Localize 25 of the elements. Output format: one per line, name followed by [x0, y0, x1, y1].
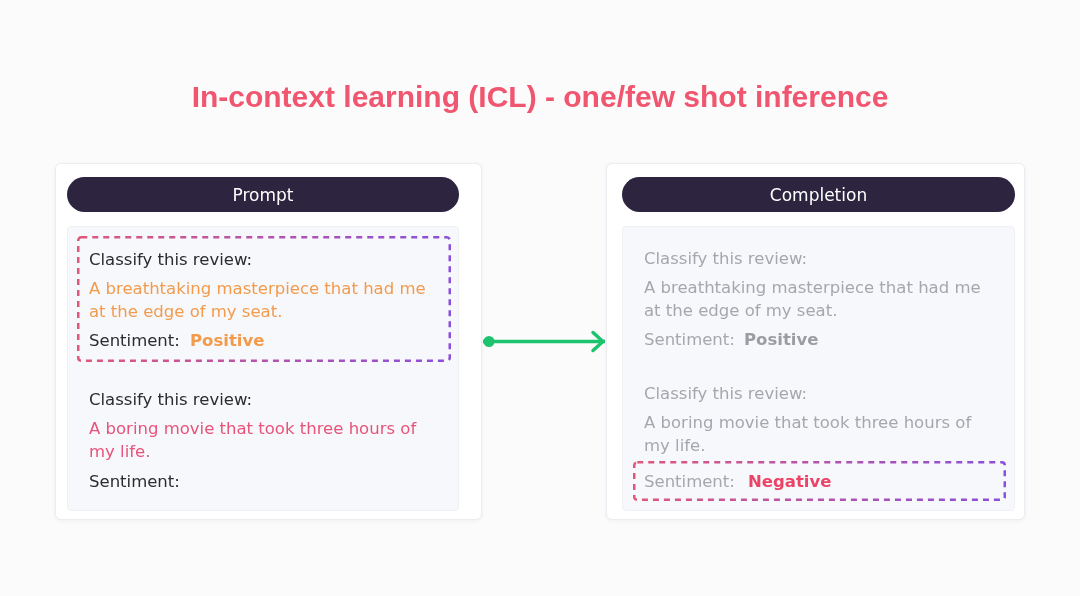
sentiment-label: Sentiment: [89, 471, 180, 493]
instruction-text: Classify this review: [644, 383, 808, 405]
sentiment-label: Sentiment: [644, 471, 735, 493]
instruction-text: Classify this review: [89, 389, 253, 411]
instruction-text: Classify this review: [89, 249, 253, 271]
dashed-highlight-frame [633, 461, 1006, 501]
title: In-context learning (ICL) - one/few shot inference [191, 79, 889, 115]
section-header: Completion [622, 177, 1015, 212]
content-panel [67, 226, 459, 511]
content-panel [622, 226, 1015, 511]
sentiment-value: Positive [744, 329, 819, 351]
review-text: A boring movie that took three hours of my life. [89, 418, 418, 463]
sentiment-value: Negative [748, 471, 832, 493]
section-header: Prompt [67, 177, 459, 212]
review-text: A breathtaking masterpiece that had me at the edge of my seat. [644, 277, 982, 322]
review-text: A boring movie that took three hours of my life. [644, 412, 973, 457]
instruction-text: Classify this review: [644, 248, 808, 270]
panel-card [55, 163, 482, 520]
review-text: A breathtaking masterpiece that had me at the edge of my seat. [89, 278, 427, 323]
sentiment-label: Sentiment: [89, 330, 180, 352]
panel-card [606, 163, 1025, 520]
sentiment-value: Positive [190, 330, 265, 352]
sentiment-label: Sentiment: [644, 329, 735, 351]
dashed-highlight-frame [77, 236, 451, 362]
arrow [483, 330, 605, 353]
